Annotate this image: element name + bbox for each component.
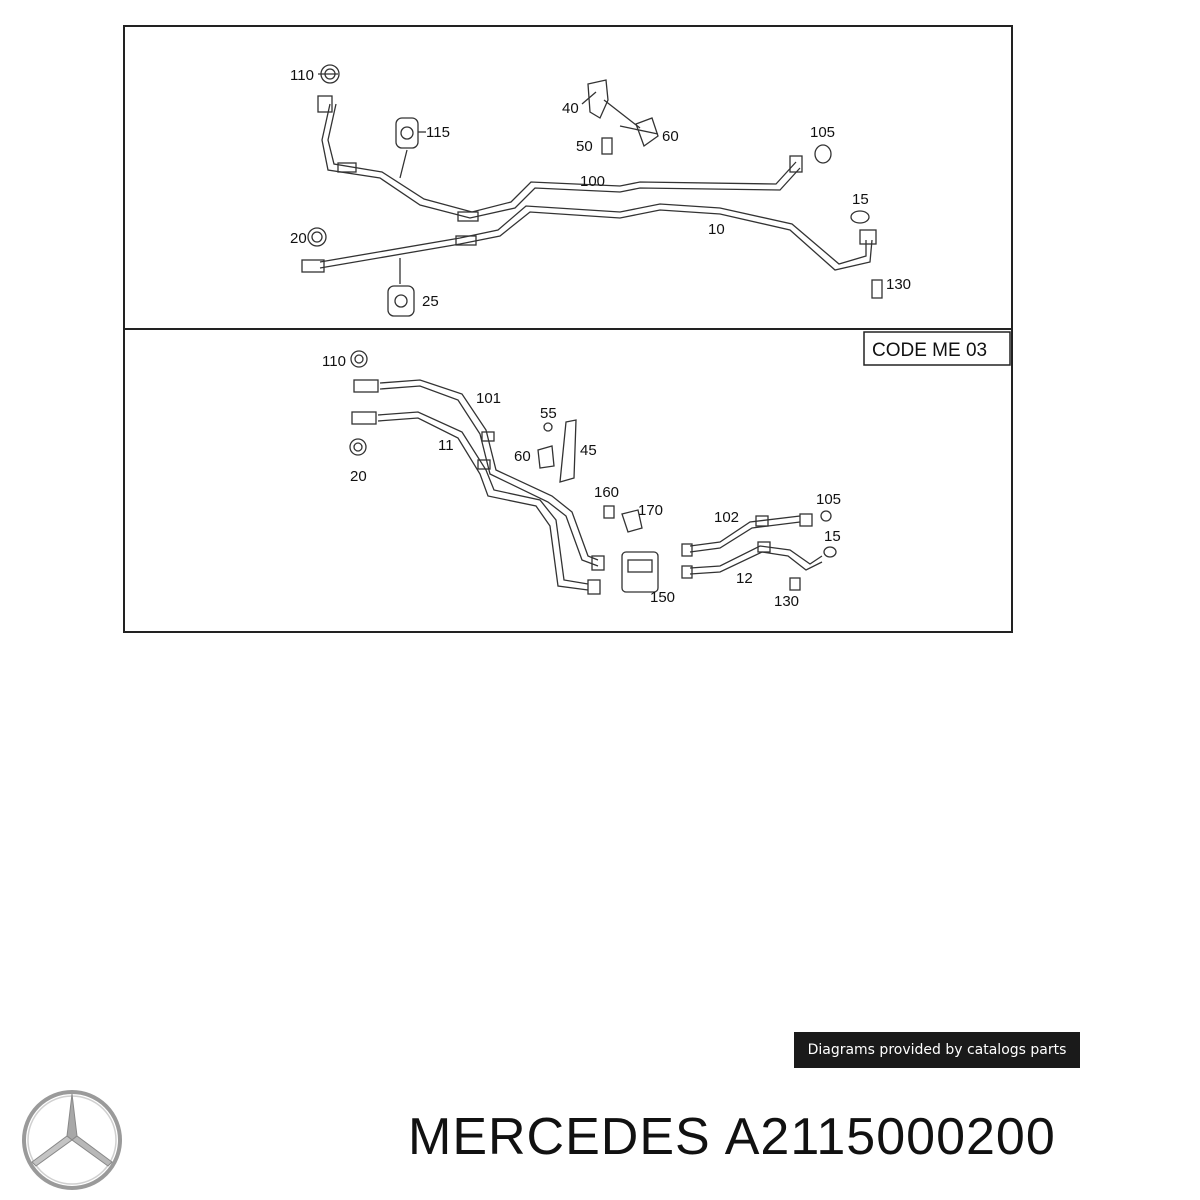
callout-60: 60 — [514, 448, 531, 465]
callout-101: 101 — [476, 390, 501, 407]
callout-40: 40 — [562, 100, 579, 117]
callout-105: 105 — [810, 124, 835, 141]
callout-100: 100 — [580, 173, 605, 190]
callout-15: 15 — [824, 528, 841, 545]
diagram-credit-text: Diagrams provided by catalogs parts — [807, 1042, 1067, 1058]
bottom-callouts: 110 101 55 45 60 11 20 160 170 105 102 1… — [322, 353, 841, 610]
callout-60: 60 — [662, 128, 679, 145]
callout-11: 11 — [438, 437, 454, 454]
callout-55: 55 — [540, 405, 557, 422]
callout-102: 102 — [714, 509, 739, 526]
callout-15: 15 — [852, 191, 869, 208]
callout-130: 130 — [886, 276, 911, 293]
callout-50: 50 — [576, 138, 593, 155]
diagram-credit-banner: Diagrams provided by catalogs parts — [794, 1032, 1080, 1068]
code-label: CODE ME 03 — [872, 340, 987, 361]
bottom-section — [349, 350, 837, 595]
brand-name: MERCEDES — [408, 1108, 711, 1166]
part-number: A2115000200 — [724, 1108, 1056, 1166]
callout-20: 20 — [290, 230, 307, 247]
callout-10: 10 — [708, 221, 725, 238]
top-callouts: 110 115 40 50 60 105 100 15 10 20 130 25 — [290, 67, 911, 310]
callout-160: 160 — [594, 484, 619, 501]
callout-170: 170 — [638, 502, 663, 519]
callout-130: 130 — [774, 593, 799, 610]
callout-110: 110 — [322, 353, 346, 370]
code-label-box — [863, 331, 1011, 366]
callout-105: 105 — [816, 491, 841, 508]
callout-45: 45 — [580, 442, 597, 459]
callout-20: 20 — [350, 468, 367, 485]
mercedes-star-logo-icon — [22, 1090, 122, 1190]
callout-110: 110 — [290, 67, 314, 84]
callout-115: 115 — [426, 124, 450, 141]
top-section — [301, 64, 883, 317]
callout-25: 25 — [422, 293, 439, 310]
callout-150: 150 — [650, 589, 675, 606]
callout-12: 12 — [736, 570, 753, 587]
parts-diagram: CODE ME 03 — [123, 25, 1013, 633]
